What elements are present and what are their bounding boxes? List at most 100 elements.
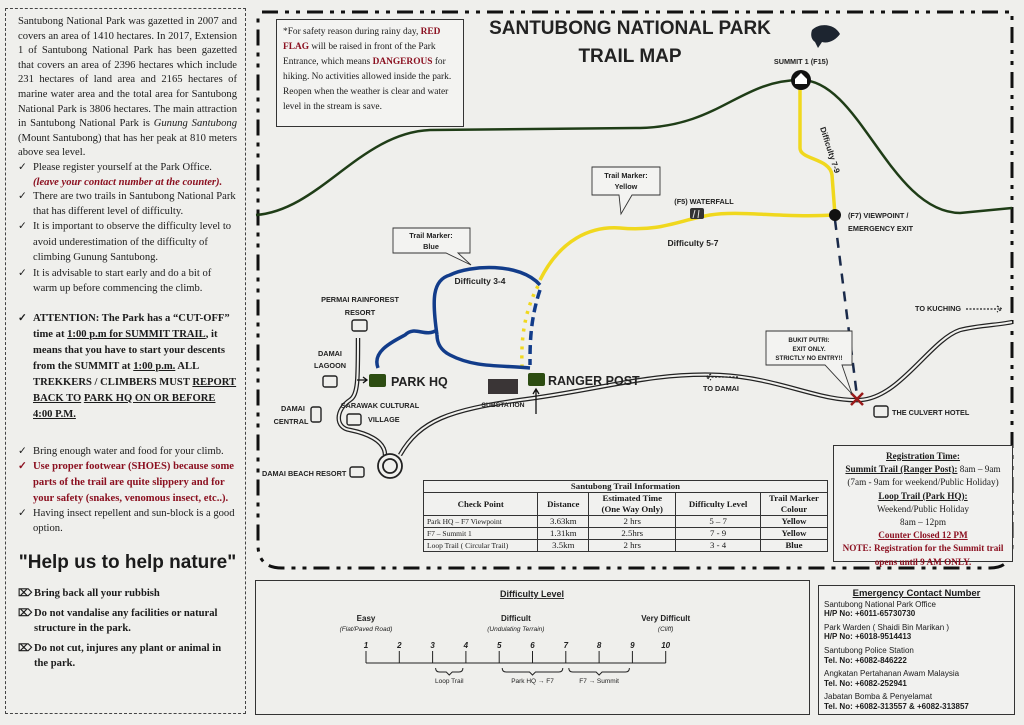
waterfall-icon [690,208,704,219]
viewpoint-marker [829,209,841,221]
summit-icon [791,70,811,90]
dont-text: Bring back all your rubbish [34,587,160,599]
check-icon: ✓ [18,312,27,324]
summit-weekend-time: (7am - 9am for weekend/Public Holiday) [847,477,999,488]
lagoon-label-2: LAGOON [314,361,346,370]
check-icon: ✓ [18,267,27,279]
contact-name: Santubong National Park Office [824,599,936,609]
summit-trail-time: 8am – 9am [957,464,1001,475]
check-text: Having insect repellent and sun-block is… [33,508,235,534]
check-repellent: ✓Having insect repellent and sun-block i… [18,507,237,536]
col-header: Check Point [422,492,539,516]
safety-text: for hiking. No activities allowed inside… [283,57,452,112]
slogan: "Help us to help nature" [18,551,237,573]
blue-trail-dashed [528,289,542,366]
cell: 2 hrs [588,539,677,552]
table-header-row: Check Point Distance Estimated Time (One… [422,492,828,516]
cell: 3.63km [537,515,590,528]
check-text: Use proper footwear (SHOES) because some… [33,461,234,505]
attention-text: ATTENTION: The Park has a “CUT-OFF” time… [33,312,230,340]
emergency-title: Emergency Contact Number [852,588,981,599]
to-kuching-arrow-icon [966,305,1004,313]
registration-note: NOTE: Registration for the Summit trail … [842,543,1004,567]
check-note: (leave your contact number at the counte… [33,176,223,188]
intro-gunung: Gunung Santubong [153,118,237,130]
summit-trail-label: Summit Trail (Ranger Post): [845,464,958,475]
substation-label: SUBSTATION [481,402,524,409]
col-header: Estimated Time (One Way Only) [588,492,677,516]
attention-text: , it means that you have to start your d… [33,328,225,372]
cell: 2.5hrs [588,527,677,540]
central-label-2: CENTRAL [274,417,309,426]
contact-number: H/P No: +6018-9514413 [824,632,912,642]
cell: 3.5km [537,539,590,552]
hornbill-logo-icon [811,25,840,48]
red-flag-text: RED FLAG [283,27,441,52]
check-register: ✓Please register yourself at the Park Of… [18,161,237,190]
no-entry-x-icon [850,392,864,406]
ranger-post-label: RANGER POST [548,374,640,388]
cultural-label-2: VILLAGE [368,415,400,424]
check-start-early: ✓It is advisable to start early and do a… [18,266,237,297]
map-border [256,10,1014,570]
lagoon-label: DAMAI [318,349,342,358]
contact-number: Tel. No: +6082-846222 [824,655,907,665]
roundabout [377,453,403,479]
safety-text: *For safety reason during rainy day, [283,27,421,37]
cell: 1.31km [537,527,590,540]
dont-rubbish: ⌦Bring back all your rubbish [18,587,237,602]
blue-difficulty-label: Difficulty 3-4 [454,276,505,286]
yellow-marker-label: Trail Marker: [604,171,647,180]
cell: F7 – Summit 1 [422,527,539,540]
blue-marker-label: Trail Marker: [409,231,452,240]
park-hq-label: PARK HQ [391,375,448,389]
dont-text: Do not cut, injures any plant or animal … [34,643,222,669]
attention-report: REPORT BACK TO [33,376,237,404]
check-icon: ✓ [18,221,27,233]
contact-name: Santubong Police Station [824,645,914,655]
safety-text: will be raised in front of the Park Entr… [283,42,436,67]
bukit-putri-label: BUKIT PUTRI: [788,337,829,344]
tips-list: ✓Bring enough water and food for your cl… [18,445,237,537]
to-kuching-label: TO KUCHING [915,304,961,313]
arrow-to-ranger-post-icon [532,387,540,414]
check-text: There are two trails in Santubong Nation… [33,191,236,217]
table-title: Santubong Trail Information [423,480,828,493]
check-water: ✓Bring enough water and food for your cl… [18,445,237,460]
arrow-to-park-hq-icon [357,376,369,384]
check-footwear: ✓ Use proper footwear (SHOES) because som… [18,459,237,507]
mountain-ridge [255,78,1013,217]
yellow-marker-callout [591,166,661,216]
cell: 7 - 9 [675,527,761,540]
dangerous-text: DANGEROUS [372,57,433,67]
cell: Yellow [760,515,828,528]
loop-time: 8am – 12pm [900,517,946,528]
attention-deadline: PARK HQ ON OR BEFORE 4:00 P.M. [33,392,216,420]
to-damai-label: TO DAMAI [703,384,739,393]
attention-text: ALL TREKKERS / CLIMBERS MUST [33,360,199,388]
central-label: DAMAI [281,404,305,413]
map-subtitle: TRAIL MAP [578,46,681,67]
blue-trail-bottom [375,328,531,370]
trail-info-table: Santubong Trail Information Check Point … [422,480,828,552]
contact-name: Park Warden ( Shaidi Bin Marikan ) [824,622,950,632]
attention-cutoff: 1:00 p.m for SUMMIT TRAIL [67,328,206,340]
dont-text: Do not vandalise any facilities or natur… [34,608,218,634]
contact-number: H/P No: +6011-65730730 [824,609,916,619]
difficulty-level-box [255,580,810,715]
registration-box: Registration Time: Summit Trail (Ranger … [833,445,1013,567]
cell: 5 – 7 [675,515,761,528]
beach-resort-box [349,466,365,478]
summit-registration: Summit Trail (Ranger Post): 8am – 9am [834,463,1012,476]
to-damai-arrow-icon [704,373,738,381]
col-header: Difficulty Level [675,492,761,516]
cell: Yellow [760,527,828,540]
no-icon: ⌦ [18,608,33,620]
check-icon: ✓ [18,461,27,473]
park-info-panel: Santubong National Park was gazetted in … [5,8,246,714]
check-icon: ✓ [18,191,27,203]
